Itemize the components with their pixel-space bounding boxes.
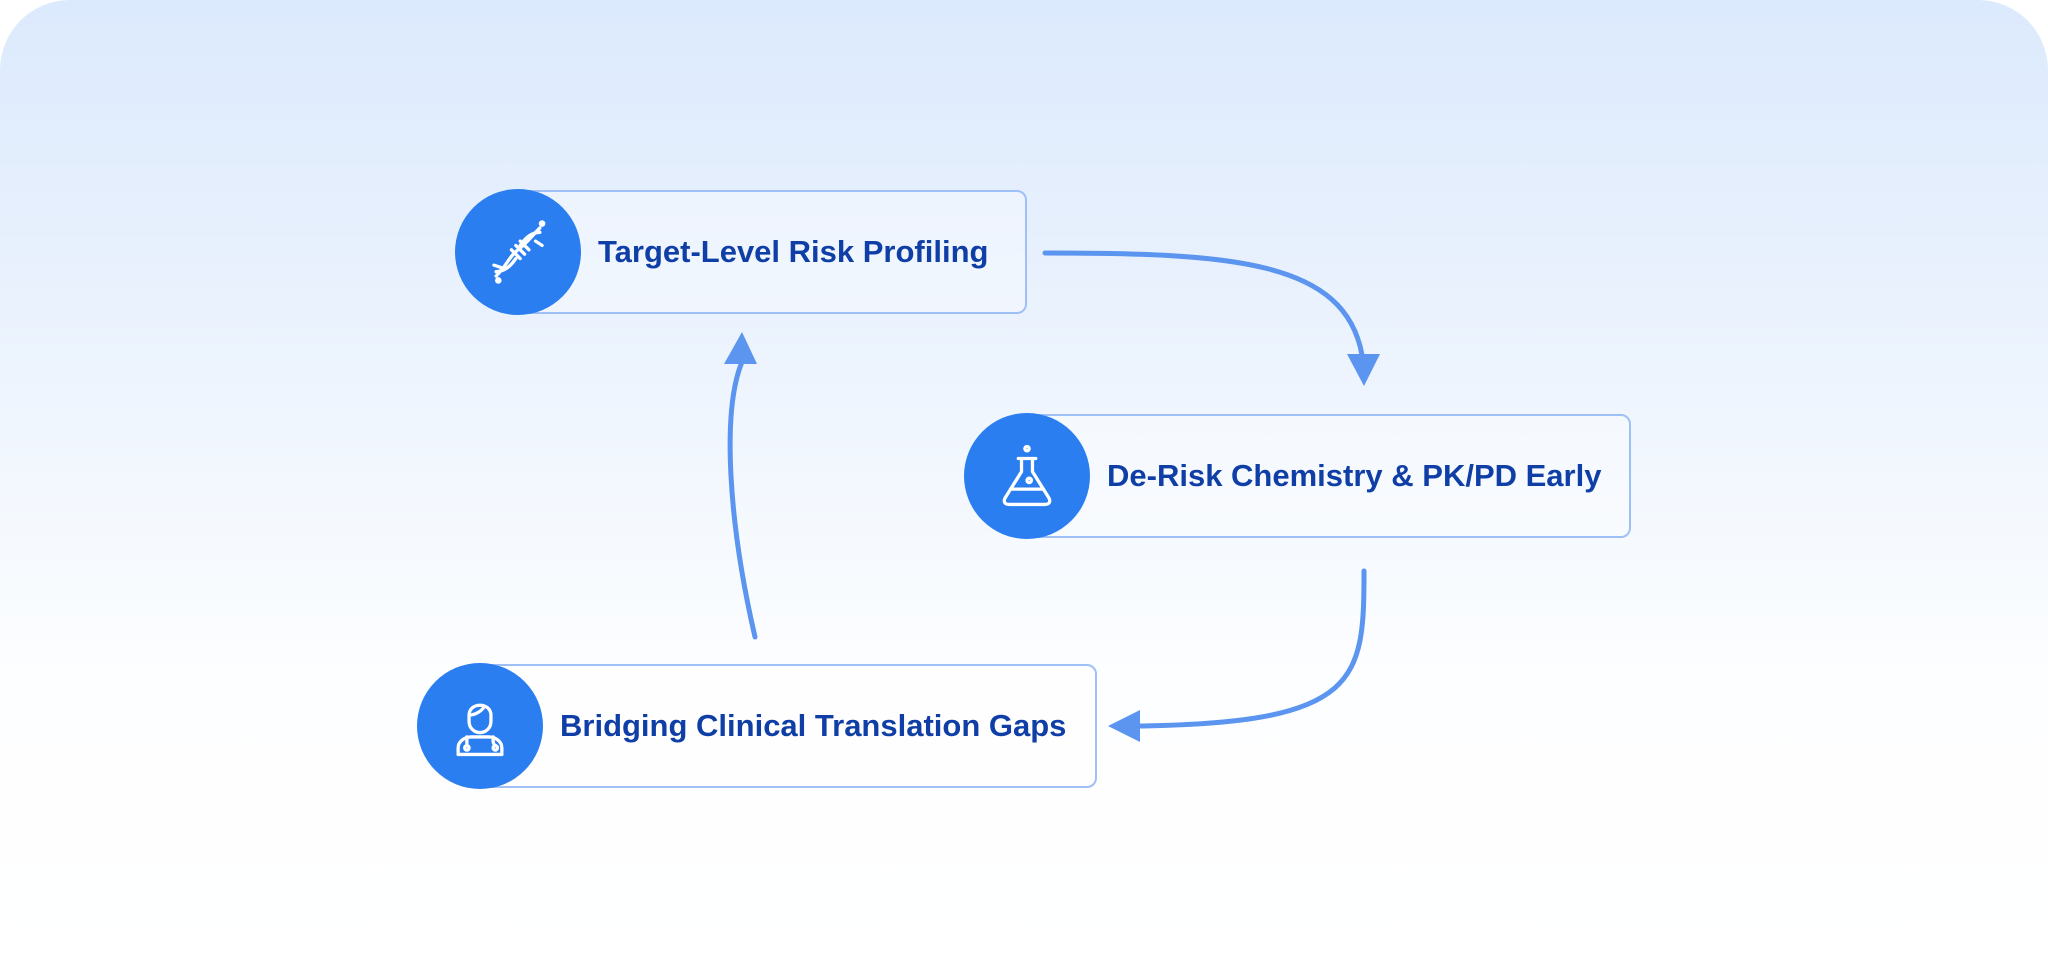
node-de-risk-chemistry: De-Risk Chemistry & PK/PD Early xyxy=(964,413,1631,539)
arrowhead-chemistry xyxy=(1347,354,1380,386)
node-target-level-risk-profiling: Target-Level Risk Profiling xyxy=(455,189,1027,315)
node-label: Bridging Clinical Translation Gaps xyxy=(560,708,1067,743)
edge-chemistry-to-clinical xyxy=(1137,568,1367,729)
edge-clinical-to-target xyxy=(727,359,758,640)
flask-icon xyxy=(1002,444,1052,507)
node-label: De-Risk Chemistry & PK/PD Early xyxy=(1107,458,1602,493)
dna-icon-circle xyxy=(455,189,581,315)
node-label: Target-Level Risk Profiling xyxy=(598,234,989,269)
arrowhead-target xyxy=(724,332,757,364)
doctor-icon-circle xyxy=(417,663,543,789)
arrowhead-clinical xyxy=(1108,710,1140,742)
edge-target-to-chemistry xyxy=(1042,250,1365,358)
node-bridging-clinical-translation: Bridging Clinical Translation Gaps xyxy=(417,663,1097,789)
doctor-icon xyxy=(456,703,504,757)
flask-icon-circle xyxy=(964,413,1090,539)
dna-icon xyxy=(492,220,546,284)
